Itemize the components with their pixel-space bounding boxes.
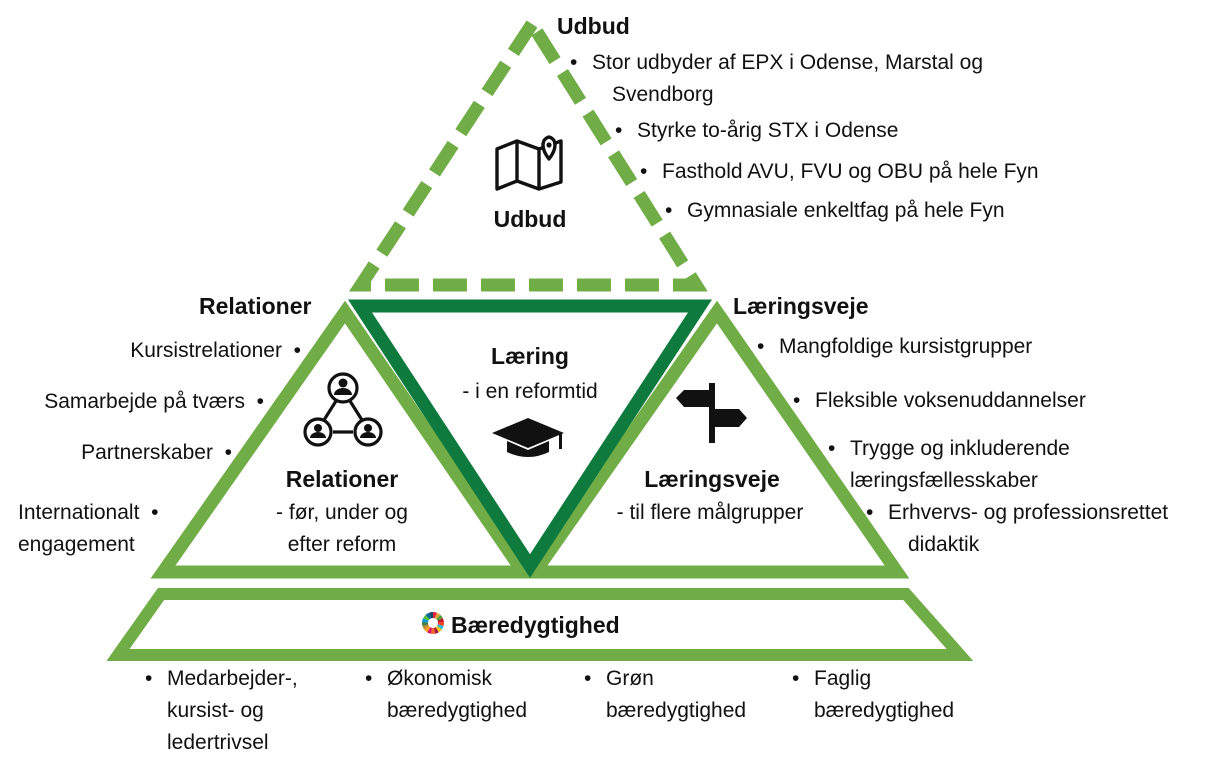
laering-title: Læring: [491, 343, 569, 369]
sdg-wheel-segment: [430, 627, 436, 634]
laeringsveje-bullet-3: • Trygge og inkluderende læringsfællessk…: [828, 437, 1070, 492]
relationer-bullet-1: Kursistrelationer •: [130, 339, 301, 362]
sdg-wheel-segment: [433, 612, 437, 619]
sdg-wheel-segment: [436, 624, 444, 630]
laeringsveje-bullet-1: • Mangfoldige kursistgrupper: [757, 335, 1033, 358]
sdg-wheel-segment: [436, 614, 443, 621]
sdg-wheel-segment: [437, 621, 444, 627]
laeringsveje-heading: Læringsveje: [733, 293, 869, 319]
laeringsveje-bullet-4: • Erhvervs- og professionsrettet didakti…: [866, 501, 1169, 556]
sdg-wheel-segment: [427, 627, 433, 634]
baeredygtighed-bullet-1: • Medarbejder-, kursist- og ledertrivsel: [145, 667, 298, 754]
sdg-wheel-segment: [434, 612, 441, 620]
relationer-bullet-2: Samarbejde på tværs •: [44, 390, 264, 413]
relationer-bullet-4: Internationalt • engagement: [18, 501, 159, 556]
udbud-center-label: Udbud: [493, 206, 567, 232]
udbud-bullet-1: • Stor udbyder af EPX i Odense, Marstal …: [570, 51, 984, 106]
sdg-wheel-segment: [422, 624, 430, 630]
relationer-bullet-3: Partnerskaber •: [81, 441, 232, 464]
baeredygtighed-title: Bæredygtighed: [451, 612, 620, 638]
map-pin-icon: [495, 135, 563, 191]
relationer-center-sub: - før, under og efter reform: [276, 501, 408, 556]
laeringsveje-center-title: Læringsveje: [644, 466, 780, 492]
sdg-wheel-segment: [424, 626, 431, 633]
laeringsveje-bullet-2: • Fleksible voksenuddannelser: [793, 389, 1086, 412]
relationer-center-title: Relationer: [285, 466, 399, 492]
sdg-wheel-segment: [422, 621, 429, 627]
udbud-heading: Udbud: [557, 13, 630, 39]
udbud-bullet-4: • Gymnasiale enkeltfag på hele Fyn: [665, 199, 1005, 222]
laeringsveje-triangle: [522, 300, 910, 579]
baeredygtighed-bullet-4: • Faglig bæredygtighed: [792, 667, 955, 722]
people-network-icon: [303, 372, 383, 447]
sdg-wheel-segment: [429, 612, 433, 619]
laering-sub: - i en reformtid: [462, 380, 598, 403]
sdg-wheel-segment: [422, 618, 429, 623]
baeredygtighed-bullet-2: • Økonomisk bæredygtighed: [365, 667, 528, 722]
graduation-cap-icon: [492, 418, 564, 457]
relationer-heading: Relationer: [199, 293, 312, 319]
sdg-wheel-segment: [437, 618, 444, 623]
baeredygtighed-bullet-3: • Grøn bæredygtighed: [584, 667, 747, 722]
sdg-wheel-icon: [422, 612, 444, 634]
sdg-wheel-segment: [425, 612, 432, 620]
laering-inverted-triangle: [347, 299, 713, 578]
udbud-bullet-3: • Fasthold AVU, FVU og OBU på hele Fyn: [640, 160, 1039, 183]
baeredygtighed-trapezoid: [106, 588, 974, 661]
sdg-wheel-segment: [433, 627, 439, 634]
laeringsveje-center-sub: - til flere målgrupper: [616, 501, 804, 524]
relationer-triangle: [150, 300, 536, 579]
sdg-wheel-segment: [435, 626, 442, 633]
udbud-dashed-triangle: [348, 11, 708, 292]
udbud-bullet-2: • Styrke to-årig STX i Odense: [615, 119, 899, 142]
signpost-icon: [676, 383, 747, 443]
sdg-wheel-segment: [423, 614, 430, 621]
